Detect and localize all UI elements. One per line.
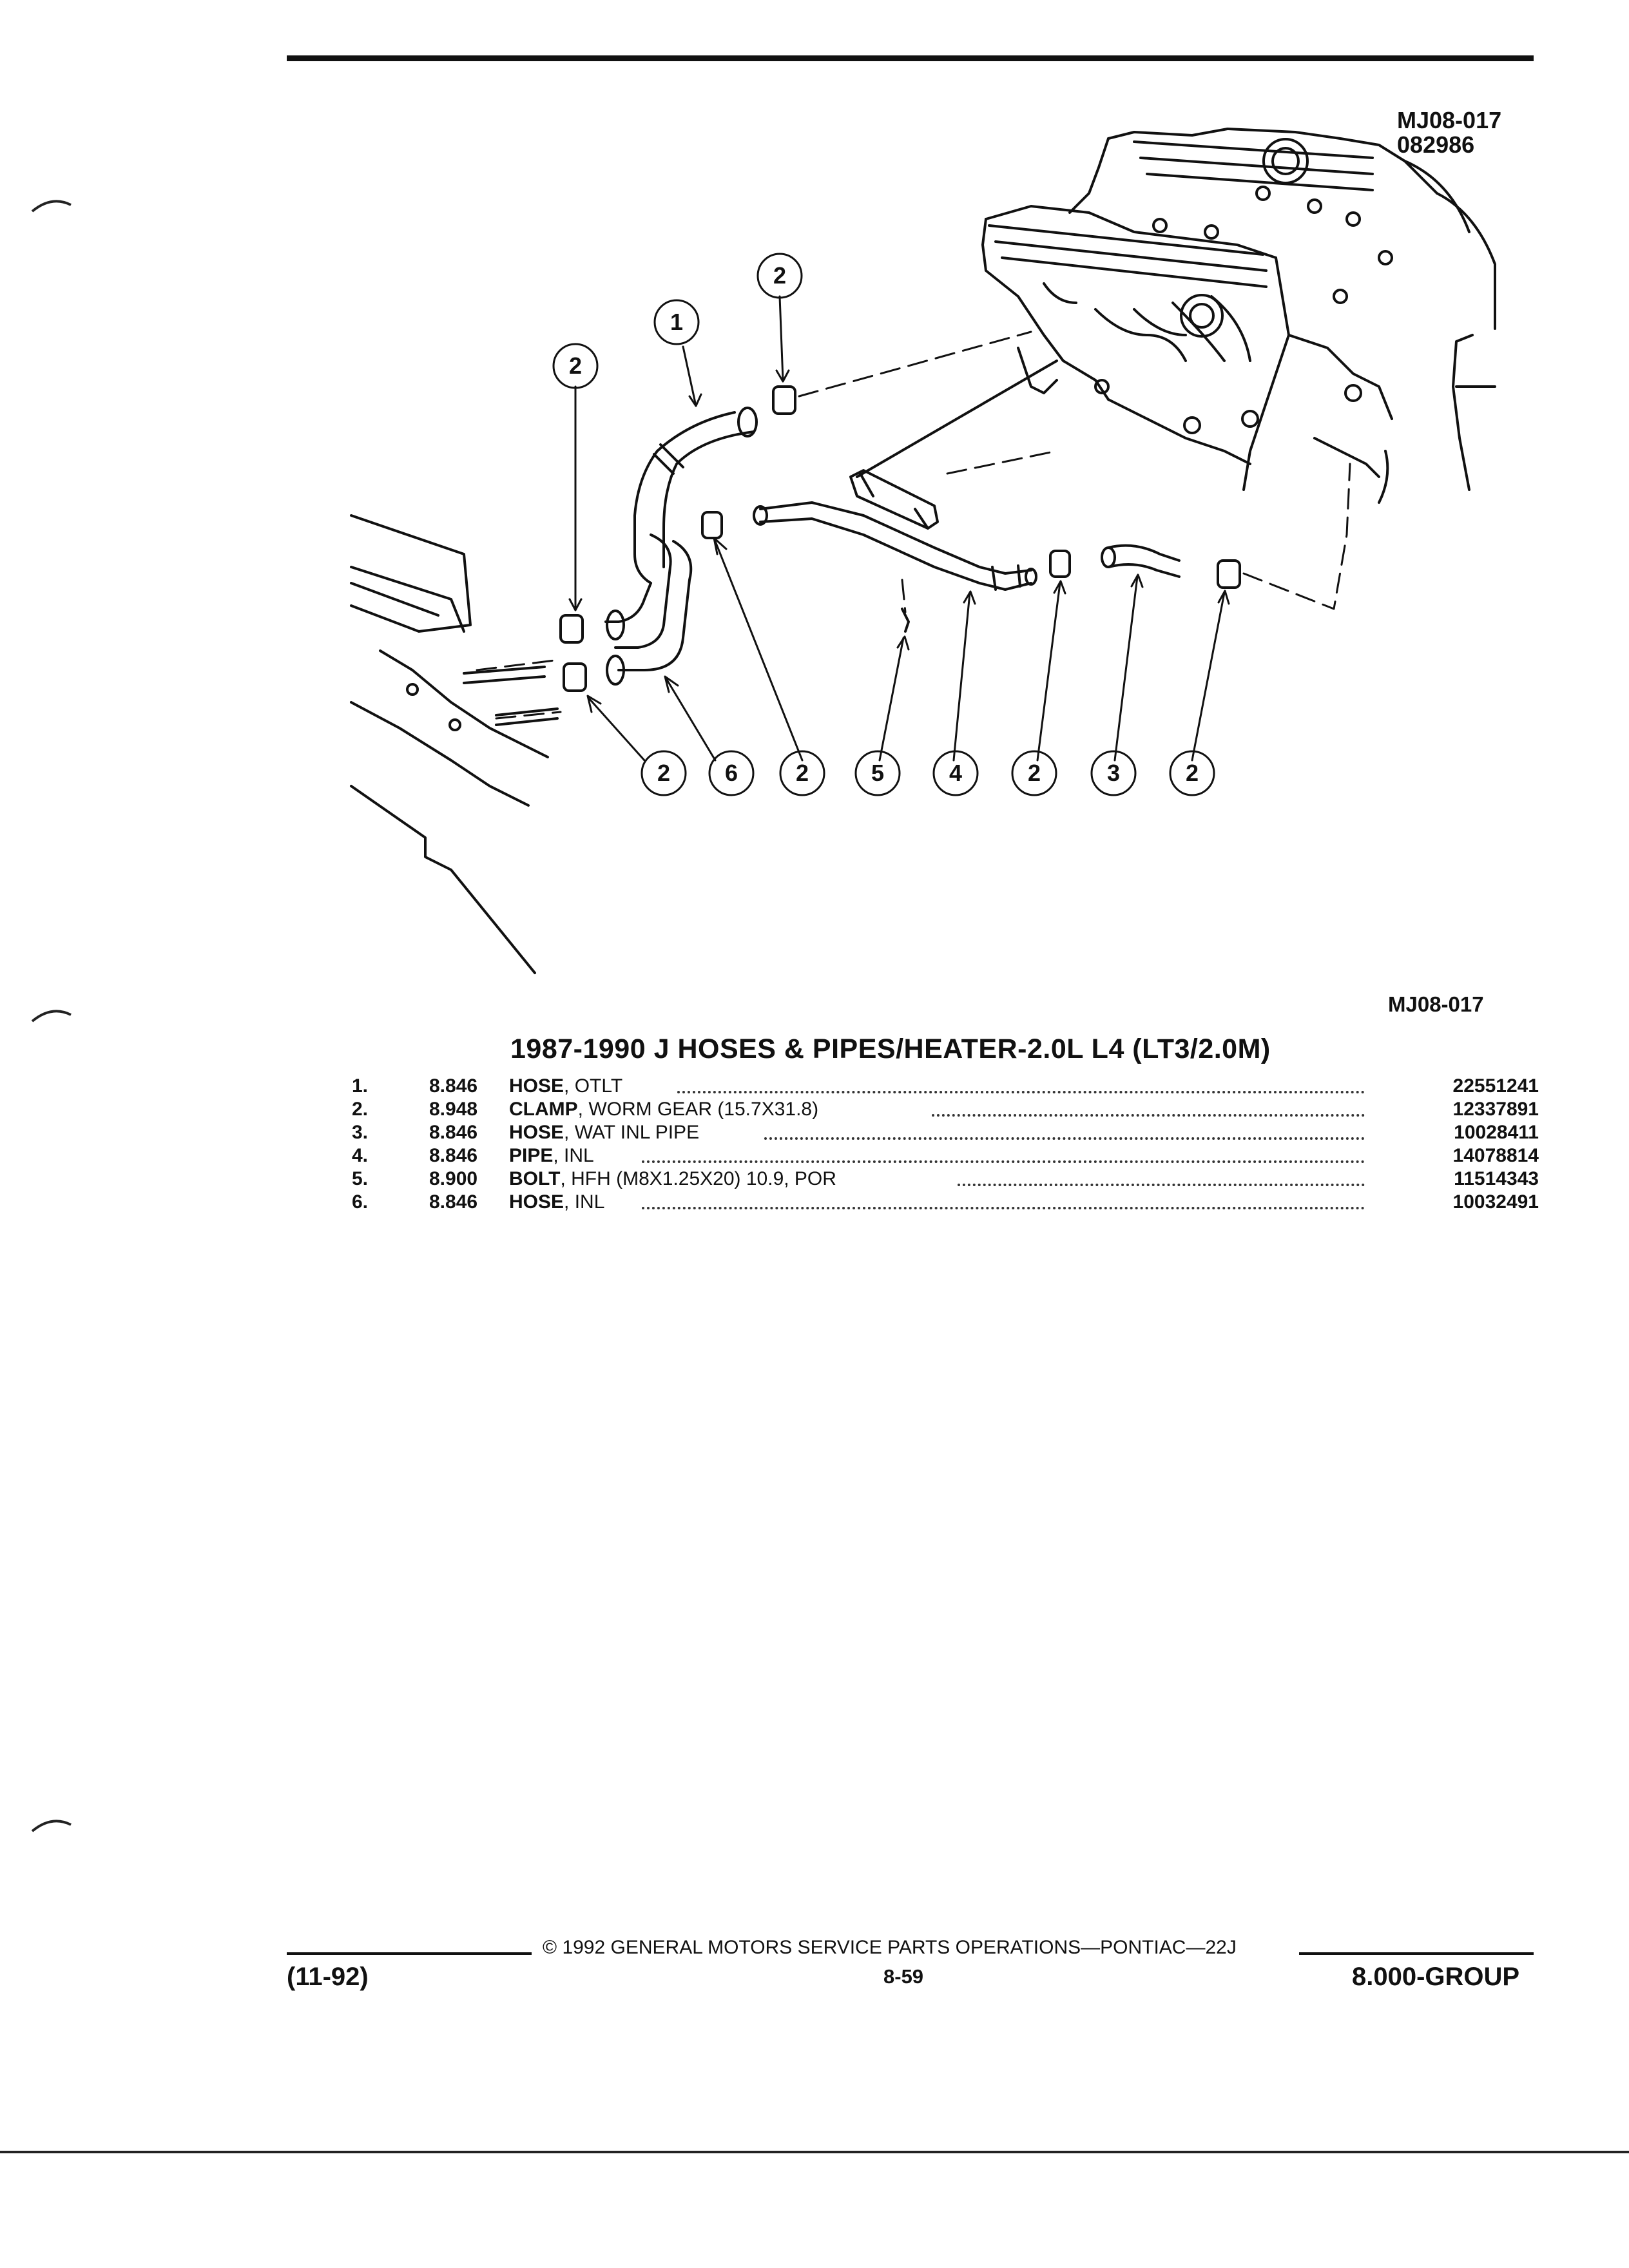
copyright-notice: © 1992 GENERAL MOTORS SERVICE PARTS OPER… — [543, 1937, 1237, 1958]
callout-3: 3 — [1106, 760, 1121, 786]
figure-reference: MJ08-017 — [1388, 992, 1484, 1016]
part-name: HOSE — [509, 1075, 564, 1097]
leader-dots — [932, 1114, 1365, 1117]
pipe-bracket — [849, 360, 1058, 530]
part-detail: , INL — [553, 1145, 594, 1166]
engine-block — [981, 128, 1496, 504]
inlet-hose — [604, 533, 693, 686]
item-number: 6. — [352, 1191, 369, 1213]
part-name: CLAMP — [509, 1099, 578, 1120]
part-description: HOSE, OTLT — [509, 1075, 622, 1098]
group-code: 8.846 — [429, 1191, 478, 1213]
leader-dots — [642, 1160, 1365, 1163]
callout-2-bottom-b: 2 — [795, 760, 809, 786]
leader-dots — [677, 1091, 1365, 1093]
inlet-pipe — [753, 501, 1037, 591]
callout-2-bottom-d: 2 — [1185, 760, 1199, 786]
part-name: BOLT — [509, 1168, 561, 1189]
part-description: HOSE, WAT INL PIPE — [509, 1121, 699, 1144]
leader-dots — [642, 1207, 1365, 1209]
part-number: 10032491 — [1452, 1191, 1539, 1213]
group-code: 8.846 — [429, 1075, 478, 1097]
parts-table-title: 1987-1990 J HOSES & PIPES/HEATER-2.0L L4… — [510, 1033, 1271, 1064]
part-detail: , WAT INL PIPE — [564, 1122, 700, 1143]
parts-list-row: 6. 8.846 HOSE, INL 10032491 — [352, 1191, 1539, 1214]
callout-2-left: 2 — [568, 352, 583, 379]
part-description: HOSE, INL — [509, 1191, 604, 1214]
margin-mark — [29, 192, 74, 218]
leader-dots — [958, 1184, 1365, 1186]
callout-6: 6 — [724, 760, 738, 786]
revision-date: (11-92) — [287, 1963, 369, 1991]
page-number: 8-59 — [883, 1965, 924, 1988]
part-name: HOSE — [509, 1122, 564, 1143]
callout-5: 5 — [871, 760, 885, 786]
part-description: CLAMP, WORM GEAR (15.7X31.8) — [509, 1098, 818, 1121]
part-number: 11514343 — [1454, 1168, 1539, 1189]
margin-mark — [29, 1002, 74, 1028]
parts-list: 1. 8.846 HOSE, OTLT 22551241 2. 8.948 CL… — [352, 1075, 1539, 1214]
callout-2-bottom-c: 2 — [1027, 760, 1041, 786]
part-name: HOSE — [509, 1191, 564, 1213]
callout-1: 1 — [670, 309, 684, 335]
part-number: 12337891 — [1452, 1099, 1539, 1120]
part-name: PIPE — [509, 1145, 554, 1166]
part-number: 10028411 — [1454, 1122, 1539, 1143]
callout-labels: 1 2 2 2 6 2 5 4 2 3 2 — [0, 0, 1629, 1005]
callout-arrows — [568, 295, 1230, 762]
outlet-hose — [633, 407, 758, 584]
water-inlet-pipe-hose — [1101, 544, 1181, 578]
group-code: 8.948 — [429, 1099, 478, 1120]
footer-rule-right — [1299, 1952, 1534, 1955]
item-number: 2. — [352, 1099, 369, 1120]
item-number: 3. — [352, 1122, 369, 1143]
group-label: 8.000-GROUP — [1352, 1963, 1520, 1991]
leader-dots — [764, 1137, 1365, 1140]
callout-4: 4 — [949, 760, 963, 786]
drawing-date: 082986 — [1397, 131, 1475, 158]
part-detail: , HFH (M8X1.25X20) 10.9, POR — [560, 1168, 836, 1189]
drawing-id-block: MJ08-017 082986 — [1397, 108, 1501, 157]
callout-2-bottom-a: 2 — [657, 760, 671, 786]
item-number: 1. — [352, 1075, 369, 1097]
item-number: 5. — [352, 1168, 369, 1189]
part-detail: , WORM GEAR (15.7X31.8) — [577, 1099, 819, 1120]
bottom-rule — [0, 2151, 1629, 2153]
group-code: 8.846 — [429, 1145, 478, 1166]
part-detail: , OTLT — [564, 1075, 623, 1097]
margin-mark — [29, 1812, 74, 1838]
parts-list-row: 4. 8.846 PIPE, INL 14078814 — [352, 1144, 1539, 1168]
parts-list-row: 2. 8.948 CLAMP, WORM GEAR (15.7X31.8) 12… — [352, 1098, 1539, 1121]
frame-rail — [350, 514, 549, 974]
callout-bubbles — [552, 253, 1215, 796]
parts-list-row: 3. 8.846 HOSE, WAT INL PIPE 10028411 — [352, 1121, 1539, 1144]
parts-list-row: 5. 8.900 BOLT, HFH (M8X1.25X20) 10.9, PO… — [352, 1168, 1539, 1191]
top-rule — [287, 55, 1534, 61]
exploded-view-illustration — [350, 128, 1496, 974]
clamp-group — [559, 385, 1241, 692]
part-description: PIPE, INL — [509, 1144, 594, 1168]
item-number: 4. — [352, 1145, 369, 1166]
group-code: 8.900 — [429, 1168, 478, 1189]
part-number: 14078814 — [1452, 1145, 1539, 1166]
part-description: BOLT, HFH (M8X1.25X20) 10.9, POR — [509, 1168, 836, 1191]
group-code: 8.846 — [429, 1122, 478, 1143]
drawing-id: MJ08-017 — [1397, 107, 1502, 133]
parts-list-row: 1. 8.846 HOSE, OTLT 22551241 — [352, 1075, 1539, 1098]
footer-rule-left — [287, 1952, 532, 1955]
bolts — [463, 608, 910, 726]
part-detail: , INL — [564, 1191, 605, 1213]
callout-2-upper: 2 — [773, 262, 787, 289]
leader-lines — [476, 331, 1351, 720]
part-number: 22551241 — [1452, 1075, 1539, 1097]
